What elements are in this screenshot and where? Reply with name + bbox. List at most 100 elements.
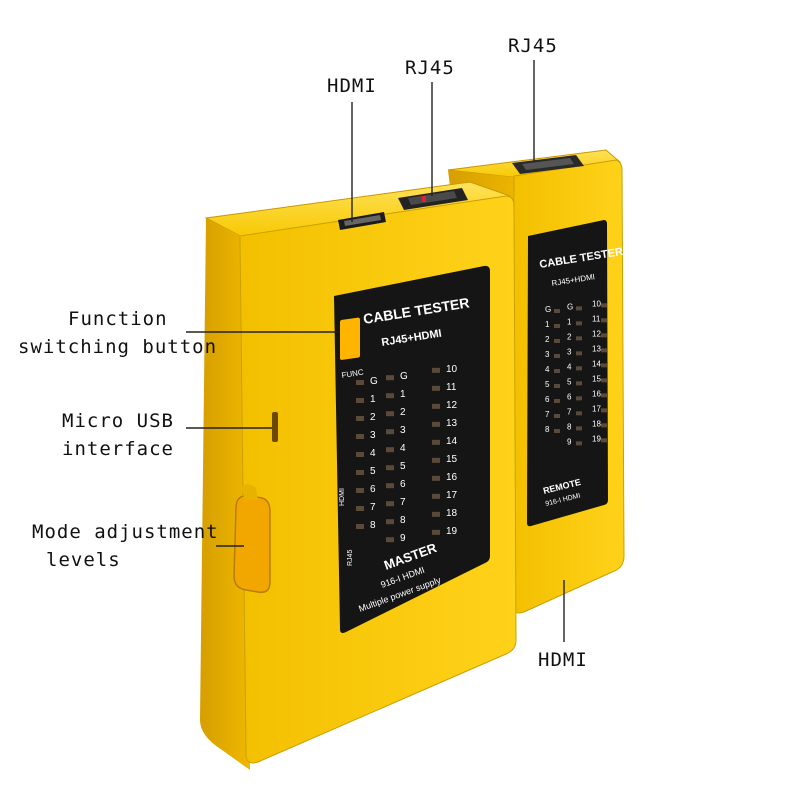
led-indicator: [554, 414, 560, 418]
led-indicator: [386, 465, 394, 471]
led-indicator: [386, 537, 394, 543]
master_unit-col-left-label: 2: [370, 412, 376, 423]
micro-usb-slot: [272, 412, 278, 442]
remote_unit-col-right-label: 17: [592, 404, 601, 413]
remote_unit-col-left-label: 2: [545, 335, 550, 344]
master_unit-col-mid-label: G: [400, 371, 408, 382]
led-indicator: [356, 470, 364, 475]
led-indicator: [356, 524, 364, 529]
remote_unit-col-left-label: G: [545, 305, 551, 314]
remote_unit-col-right-label: 12: [592, 329, 601, 338]
remote_unit-col-right-label: 19: [592, 434, 601, 443]
master_unit-col-right-label: 16: [446, 472, 458, 483]
led-indicator: [386, 411, 394, 417]
master_unit-col-left-label: 3: [370, 430, 376, 441]
remote_unit-col-mid-label: 4: [567, 362, 572, 371]
master_unit-col-right-label: 19: [446, 526, 458, 537]
callout-lines: [186, 60, 565, 642]
master-side-hdmi-label: HDMI: [339, 488, 346, 506]
master_unit-col-left-label: G: [370, 376, 378, 387]
master_unit-col-right-label: 12: [446, 400, 458, 411]
led-indicator: [601, 438, 607, 443]
remote_unit-col-mid-label: 9: [567, 437, 572, 446]
led-indicator: [601, 348, 607, 353]
led-indicator: [432, 439, 440, 445]
led-indicator: [576, 441, 582, 446]
remote_unit-col-left-label: 1: [545, 320, 550, 329]
led-indicator: [386, 393, 394, 399]
led-indicator: [554, 384, 560, 388]
led-indicator: [432, 403, 440, 409]
remote_unit-col-right-label: 14: [592, 359, 601, 368]
led-indicator: [356, 416, 364, 421]
led-indicator: [432, 511, 440, 517]
remote_unit-col-right-label: 13: [592, 344, 601, 353]
master_unit-col-left-label: 7: [370, 502, 376, 513]
led-indicator: [356, 506, 364, 511]
hdmi-top-label: HDMI: [327, 75, 377, 97]
rj45-master-label: RJ45: [405, 57, 455, 79]
led-indicator: [356, 452, 364, 457]
led-indicator: [554, 324, 560, 328]
master_unit-col-left-label: 6: [370, 484, 376, 495]
master_unit-col-mid-label: 2: [400, 407, 406, 418]
led-indicator: [386, 375, 394, 381]
led-indicator: [554, 339, 560, 343]
led-indicator: [356, 488, 364, 493]
led-indicator: [601, 333, 607, 338]
master_unit-col-right-label: 10: [446, 364, 458, 375]
remote_unit-col-right-label: 11: [592, 314, 601, 323]
master_unit-col-right-label: 17: [446, 490, 458, 501]
led-indicator: [386, 501, 394, 507]
remote_unit-col-mid-label: 8: [567, 422, 572, 431]
master_unit-col-right-label: 14: [446, 436, 458, 447]
master_unit-col-mid-label: 8: [400, 515, 406, 526]
led-indicator: [386, 447, 394, 453]
remote_unit-col-right-label: 10: [592, 299, 601, 308]
master_unit-col-mid-label: 9: [400, 533, 406, 544]
led-indicator: [386, 519, 394, 525]
led-indicator: [356, 380, 364, 385]
master-rj45-port: [398, 188, 468, 210]
mode-label-line1: Mode adjustment: [32, 521, 219, 543]
master-unit: [200, 181, 517, 770]
mode-slider: [233, 484, 271, 594]
led-indicator: [554, 354, 560, 358]
remote_unit-col-left-label: 5: [545, 380, 550, 389]
led-indicator: [356, 398, 364, 403]
remote_unit-col-right-label: 15: [592, 374, 601, 383]
led-indicator: [601, 303, 607, 308]
led-indicator: [601, 408, 607, 413]
master_unit-col-left-label: 4: [370, 448, 376, 459]
rj45-remote-label: RJ45: [508, 35, 558, 57]
mode-label-line2: levels: [46, 549, 121, 571]
led-indicator: [601, 423, 607, 428]
remote_unit-col-left-label: 4: [545, 365, 550, 374]
remote_unit-col-mid-label: 3: [567, 347, 572, 356]
remote_unit-col-mid-label: 6: [567, 392, 572, 401]
led-indicator: [432, 421, 440, 427]
master-func-label: FUNC: [341, 368, 365, 380]
led-indicator: [576, 321, 582, 326]
remote-rj45-port: [512, 155, 584, 174]
micro-usb-label-line1: Micro USB: [62, 410, 174, 432]
master_unit-col-left-label: 5: [370, 466, 376, 477]
master_unit-col-mid-label: 4: [400, 443, 406, 454]
led-indicator: [576, 366, 582, 371]
remote_unit-col-mid-label: 5: [567, 377, 572, 386]
led-indicator: [601, 318, 607, 323]
master-hdmi-port: [338, 212, 386, 230]
master_unit-col-mid-label: 3: [400, 425, 406, 436]
led-indicator: [432, 493, 440, 499]
remote_unit-col-left-label: 6: [545, 395, 550, 404]
led-indicator: [432, 385, 440, 391]
hdmi-bottom-label: HDMI: [538, 649, 588, 671]
led-indicator: [576, 396, 582, 401]
master_unit-col-mid-label: 5: [400, 461, 406, 472]
master_unit-col-right-label: 15: [446, 454, 458, 465]
master_unit-col-mid-label: 6: [400, 479, 406, 490]
func-button[interactable]: [340, 317, 360, 360]
function-label-line1: Function: [68, 308, 168, 330]
led-indicator: [576, 426, 582, 431]
led-indicator: [432, 475, 440, 481]
